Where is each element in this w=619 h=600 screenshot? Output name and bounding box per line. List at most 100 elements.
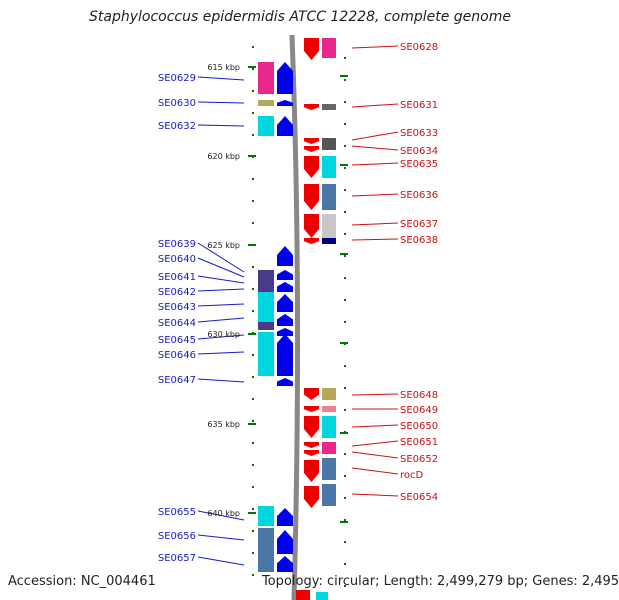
tick-dot — [252, 376, 254, 378]
gene-arrow — [277, 314, 293, 326]
tick-dot — [252, 508, 254, 510]
gene-arrow — [277, 270, 293, 280]
tick-dot — [344, 255, 346, 257]
leader-line — [197, 378, 245, 383]
tick-dot — [252, 420, 254, 422]
scale-tick — [340, 521, 348, 523]
leader-line — [197, 510, 245, 521]
forward-track — [252, 46, 254, 576]
gene-arrow — [304, 214, 319, 238]
gene-label-right: SE0654 — [400, 492, 438, 503]
scale-tick — [340, 75, 348, 77]
gene-feature-block — [296, 590, 310, 600]
tick-dot — [252, 178, 254, 180]
tick-dot — [252, 354, 254, 356]
gene-label-right: SE0637 — [400, 219, 438, 230]
left-gene-features — [258, 62, 293, 572]
leader-line — [351, 238, 399, 241]
gene-label-left: SE0629 — [158, 73, 196, 84]
gene-arrow — [277, 246, 293, 266]
leader-line — [351, 145, 399, 151]
gene-arrow — [304, 486, 319, 508]
scale-label: 630 kbp — [207, 330, 240, 339]
gene-label-right: SE0636 — [400, 190, 438, 201]
gene-label-left: SE0643 — [158, 302, 196, 313]
tick-dot — [344, 79, 346, 81]
genome-map: SE0629SE0630SE0632SE0639SE0640SE0641SE06… — [158, 34, 438, 600]
gene-feature-block — [258, 62, 274, 94]
leader-line — [351, 131, 399, 141]
scale-label: 620 kbp — [207, 152, 240, 161]
scale-tick — [248, 66, 256, 68]
leader-line — [351, 222, 399, 226]
gene-arrow — [304, 104, 319, 110]
leader-line — [197, 288, 245, 292]
gene-label-left: SE0656 — [158, 531, 196, 542]
gene-feature-block — [258, 116, 274, 136]
gene-arrow — [304, 184, 319, 210]
leader-line — [351, 393, 399, 396]
gene-arrow — [304, 442, 319, 448]
gene-arrow — [304, 146, 319, 152]
gene-arrow — [304, 388, 319, 400]
gene-arrow — [277, 62, 293, 94]
gene-arrow — [304, 450, 319, 456]
gene-label-left: SE0641 — [158, 272, 196, 283]
left-gene-labels: SE0629SE0630SE0632SE0639SE0640SE0641SE06… — [158, 73, 245, 566]
leader-line — [197, 303, 245, 307]
gene-feature-block — [258, 100, 274, 106]
accession-text: Accession: NC_004461 — [8, 574, 156, 589]
gene-feature-block — [322, 38, 336, 58]
leader-line — [351, 45, 399, 49]
leader-line — [351, 440, 399, 447]
gene-feature-block — [258, 528, 274, 572]
gene-feature-block — [258, 292, 274, 322]
gene-feature-block — [322, 184, 336, 210]
tick-dot — [252, 200, 254, 202]
leader-line — [351, 493, 399, 497]
leader-line — [197, 275, 245, 284]
leader-line — [197, 257, 245, 278]
leader-line — [197, 556, 245, 566]
gene-arrow — [277, 100, 293, 106]
gene-arrow — [304, 406, 319, 412]
tick-dot — [344, 101, 346, 103]
gene-label-right: SE0638 — [400, 235, 438, 246]
tick-dot — [344, 145, 346, 147]
tick-dot — [344, 409, 346, 411]
gene-label-left: SE0655 — [158, 507, 196, 518]
gene-feature-block — [258, 506, 274, 526]
tick-dot — [344, 519, 346, 521]
gene-label-right: SE0648 — [400, 390, 438, 401]
tick-dot — [252, 68, 254, 70]
scale-label: 640 kbp — [207, 509, 240, 518]
gene-arrow — [277, 378, 293, 386]
scale-tick — [340, 342, 348, 344]
gene-feature-block — [258, 332, 274, 376]
gene-label-left: SE0642 — [158, 287, 196, 298]
tick-dot — [252, 464, 254, 466]
scale-tick — [248, 512, 256, 514]
tick-dot — [252, 398, 254, 400]
tick-dot — [252, 486, 254, 488]
tick-dot — [344, 365, 346, 367]
tick-dot — [252, 222, 254, 224]
gene-label-right: SE0651 — [400, 437, 438, 448]
scale-tick — [248, 423, 256, 425]
gene-feature-block — [316, 592, 328, 600]
gene-feature-block — [322, 238, 336, 244]
gene-label-left: SE0640 — [158, 254, 196, 265]
gene-feature-block — [322, 406, 336, 412]
leader-line — [351, 193, 399, 197]
tick-dot — [344, 321, 346, 323]
leader-line — [351, 467, 399, 475]
gene-arrow — [304, 238, 319, 244]
tick-dot — [344, 541, 346, 543]
scale-tick — [340, 164, 348, 166]
leader-line — [197, 76, 245, 81]
gene-label-right: SE0650 — [400, 421, 438, 432]
gene-feature-block — [322, 416, 336, 438]
right-gene-labels: SE0628SE0631SE0633SE0634SE0635SE0636SE06… — [351, 42, 438, 503]
leader-line — [197, 101, 245, 104]
